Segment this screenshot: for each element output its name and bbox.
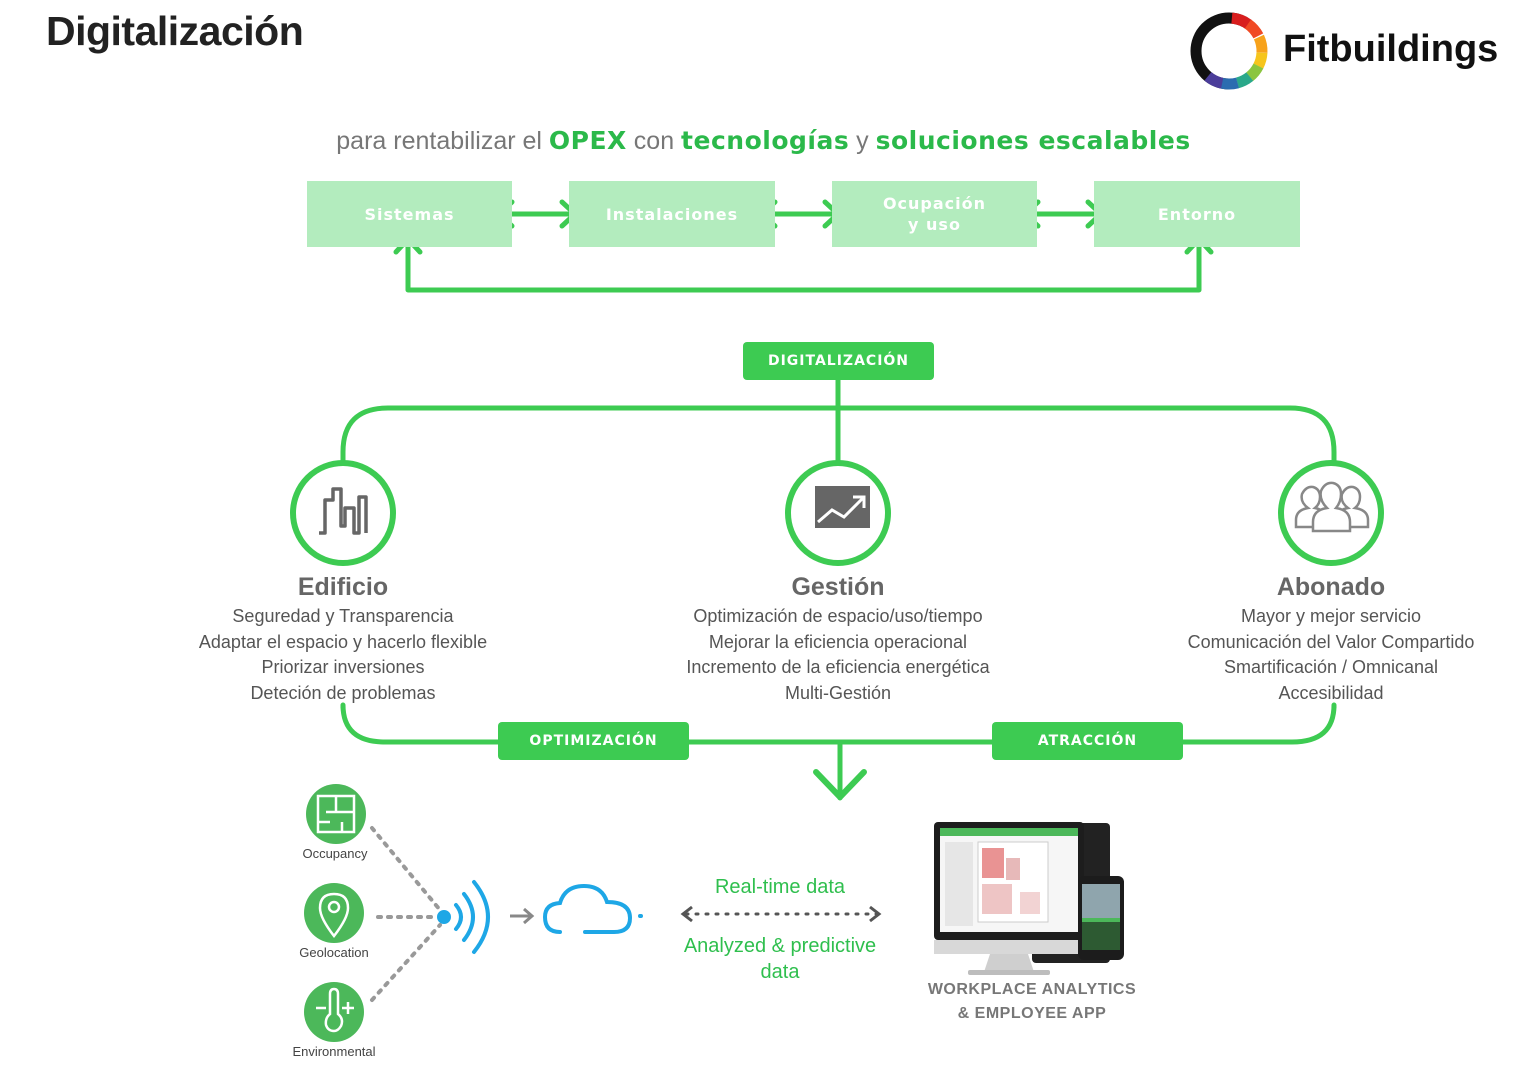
page-title: Digitalización <box>46 8 304 54</box>
col-line: Incremento de la eficiencia energética <box>686 657 990 677</box>
brand-name: Fitbuildings <box>1283 28 1499 70</box>
tagline-mid2: y <box>849 127 876 155</box>
fitbuildings-logo <box>1190 12 1268 90</box>
workplace-analytics-label: WORKPLACE ANALYTICS & EMPLOYEE APP <box>902 978 1162 1026</box>
sensor-label-environmental: Environmental <box>292 1044 376 1059</box>
devices-mockup <box>934 822 1124 975</box>
col-line: Optimización de espacio/uso/tiempo <box>693 606 983 626</box>
col-line: Priorizar inversiones <box>261 657 425 677</box>
tagline-opex: OPEX <box>548 126 627 155</box>
sensor-geolocation-icon <box>304 883 364 943</box>
flow-box-label: Instalaciones <box>605 204 739 224</box>
col-line: Mayor y mejor servicio <box>1240 606 1422 626</box>
flow-box-ocupacion: Ocupación y uso <box>832 181 1037 247</box>
col-line: Comunicación del Valor Compartido <box>1187 631 1475 652</box>
wifi-signal-icon <box>437 880 490 954</box>
col-line: Deteción de problemas <box>250 682 436 703</box>
arrow-right-icon <box>510 907 535 925</box>
flow-box-label: Ocupación y uso <box>882 194 987 234</box>
col-lines-gestion: Optimización de espacio/uso/tiempo Mejor… <box>648 604 1028 706</box>
tagline-pre: para rentabilizar el <box>336 127 549 155</box>
tagline-tech: tecnologías <box>681 126 850 155</box>
flow-box-label: Entorno <box>1157 204 1237 224</box>
tag-atraccion: ATRACCIÓN <box>992 722 1183 760</box>
col-line: Mejorar la eficiencia operacional <box>708 631 968 652</box>
tag-optimizacion: OPTIMIZACIÓN <box>498 722 689 760</box>
branch-arc <box>340 405 1337 471</box>
col-line: Adaptar el espacio y hacerlo flexible <box>198 631 488 652</box>
building-icon <box>319 487 368 535</box>
col-lines-edificio: Seguredad y Transparencia Adaptar el esp… <box>163 604 523 706</box>
merge-arc <box>340 702 1337 745</box>
chart-icon <box>815 486 870 528</box>
flow-box-sistemas: Sistemas <box>307 181 512 247</box>
return-loop-arrow <box>393 236 1214 293</box>
workplace-line-1: WORKPLACE ANALYTICS <box>927 981 1137 998</box>
sensor-label-occupancy: Occupancy <box>302 846 368 861</box>
flow-box-entorno: Entorno <box>1094 181 1300 247</box>
data-exchange-arrow <box>680 905 882 923</box>
col-line: Seguredad y Transparencia <box>232 606 454 626</box>
users-icon <box>1294 481 1370 533</box>
analyzed-data-label: Analyzed & predictive data <box>683 935 877 983</box>
flow-box-instalaciones: Instalaciones <box>569 181 775 247</box>
sensor-label-geolocation: Geolocation <box>299 945 369 960</box>
tagline-solutions: soluciones escalables <box>875 126 1191 155</box>
col-title-abonado: Abonado <box>1276 573 1386 601</box>
down-arrow-icon <box>813 769 867 800</box>
workplace-line-2: & EMPLOYEE APP <box>957 1005 1107 1022</box>
tagline-mid1: con <box>626 127 682 155</box>
col-title-edificio: Edificio <box>297 573 389 601</box>
sensor-environmental-icon <box>304 982 364 1042</box>
sensor-occupancy-icon <box>306 784 366 844</box>
tag-digitalizacion: DIGITALIZACIÓN <box>743 342 934 380</box>
col-line: Accesibilidad <box>1278 682 1384 703</box>
cloud-icon <box>542 883 643 934</box>
flow-box-label: Sistemas <box>364 204 455 224</box>
col-title-gestion: Gestión <box>791 573 885 601</box>
col-lines-abonado: Mayor y mejor servicio Comunicación del … <box>1141 604 1521 706</box>
col-line: Multi-Gestión <box>784 682 892 703</box>
edificio-circle <box>290 460 396 566</box>
tagline: para rentabilizar el OPEX con tecnología… <box>0 126 1527 156</box>
sensor-links <box>370 826 442 1002</box>
realtime-data-label: Real-time data <box>714 876 846 898</box>
col-line: Smartificación / Omnicanal <box>1223 657 1439 677</box>
